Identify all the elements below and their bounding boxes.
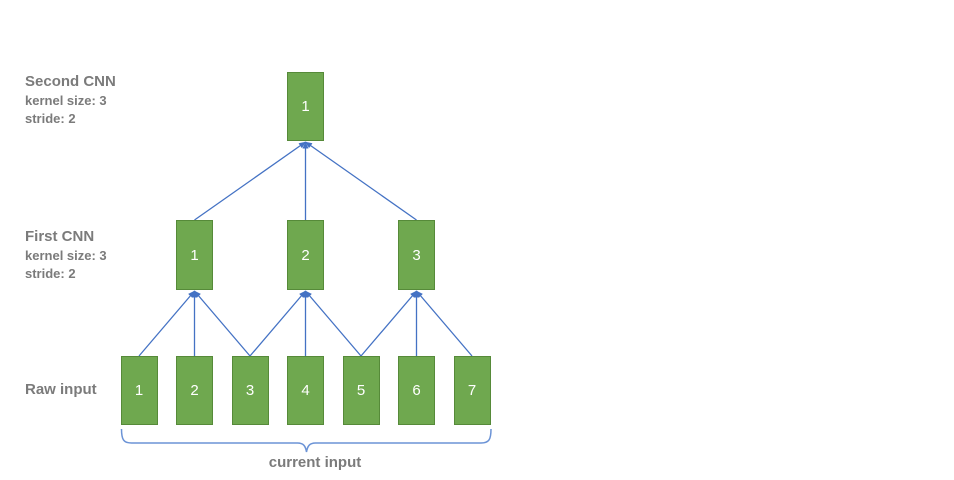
first-cnn-kernel-size: kernel size: 3: [25, 248, 107, 263]
raw-box-6: 6: [398, 356, 435, 425]
first-cnn-stride: stride: 2: [25, 266, 76, 281]
connection-arrow: [138, 290, 195, 357]
second-cnn-stride: stride: 2: [25, 111, 76, 126]
raw-box-3: 3: [231, 356, 269, 425]
second-cnn-title: Second CNN: [25, 73, 116, 90]
connection-arrow: [360, 290, 417, 357]
current-input-brace: [120, 428, 492, 453]
first-cnn-box-2: 2: [287, 220, 324, 290]
second-cnn-box-1: 1: [287, 72, 324, 141]
connection-arrow: [305, 141, 417, 221]
raw-box-4: 4: [287, 356, 324, 425]
connection-arrow: [194, 290, 251, 357]
connection-arrow: [416, 290, 473, 357]
current-input-label: current input: [268, 454, 362, 471]
first-cnn-box-3: 3: [398, 220, 435, 290]
connection-arrow: [194, 141, 306, 221]
raw-input-title: Raw input: [25, 381, 97, 398]
second-cnn-label-block: Second CNN kernel size: 3 stride: 2: [25, 72, 116, 128]
raw-box-5: 5: [342, 356, 380, 425]
connection-arrow: [305, 290, 362, 357]
raw-box-7: 7: [453, 356, 491, 425]
first-cnn-box-1: 1: [176, 220, 213, 290]
first-cnn-label-block: First CNN kernel size: 3 stride: 2: [25, 227, 107, 283]
raw-box-2: 2: [176, 356, 213, 425]
raw-input-label-block: Raw input: [25, 380, 97, 400]
raw-box-1: 1: [120, 356, 158, 425]
first-cnn-title: First CNN: [25, 228, 95, 245]
connection-arrow: [249, 290, 306, 357]
second-cnn-kernel-size: kernel size: 3: [25, 93, 107, 108]
